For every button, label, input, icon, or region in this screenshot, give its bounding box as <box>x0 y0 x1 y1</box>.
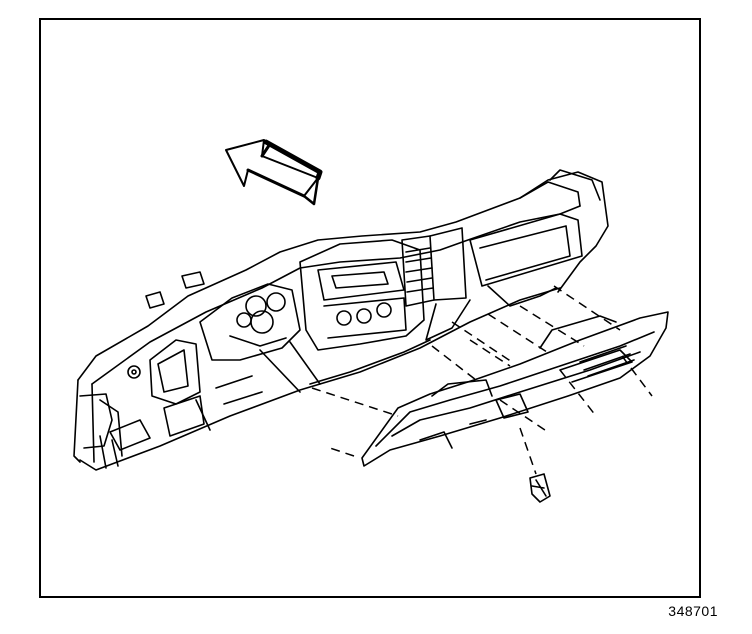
alignment-lines <box>311 285 653 475</box>
figure-id-label: 348701 <box>668 603 718 619</box>
fastener-screw-icon <box>529 473 551 503</box>
front-direction-arrow-icon <box>225 139 323 206</box>
instrument-panel-carrier <box>73 169 609 471</box>
glove-box-panel <box>361 311 669 467</box>
